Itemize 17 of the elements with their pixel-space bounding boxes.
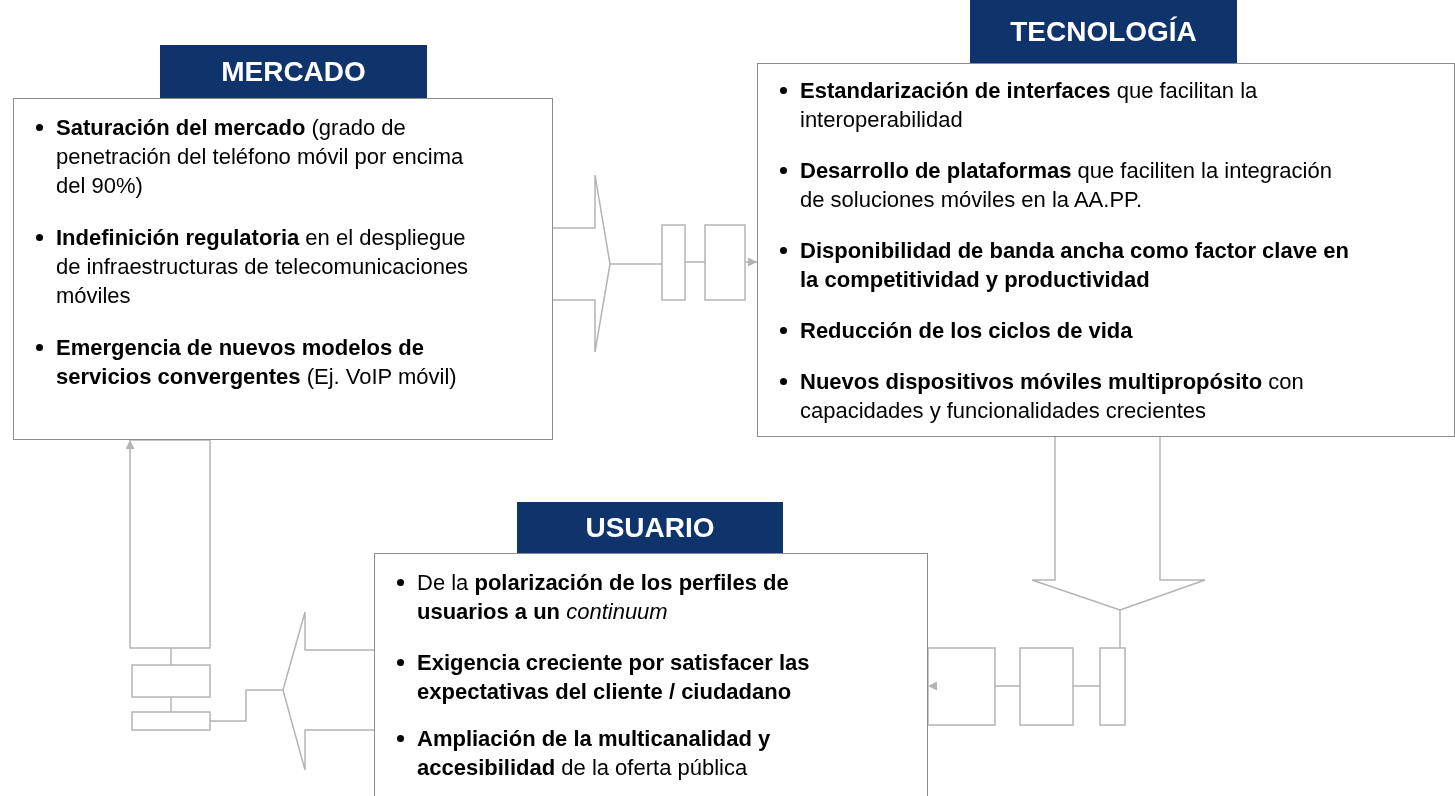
bullet-text: Ampliación de la multicanalidad y accesibilidad de la oferta pública [417, 725, 772, 782]
bullet-text: Nuevos dispositivos móviles multipropósito con capacidades y funcionalidades crecientes [800, 368, 1305, 425]
block-arrow [552, 174, 758, 353]
heading-tab: USUARIO [517, 502, 783, 553]
bullet-text: De la polarización de los perfiles de usuarios a un continuum [417, 569, 790, 626]
bullet-text: Exigencia creciente por satisfacer las expectativas del cliente / ciudadano [417, 649, 811, 706]
bullet-text: Desarrollo de plataformas que faciliten la integración de soluciones móviles en la AA.PP. [800, 157, 1333, 214]
heading-tab: MERCADO [160, 45, 427, 98]
heading-tab: TECNOLOGÍA [970, 0, 1237, 63]
bullet-text: Indefinición regulatoria en el despliegue de infraestructuras de telecomunicaciones móviles [56, 224, 470, 310]
bullet-text: Emergencia de nuevos modelos de servicios convergentes (Ej. VoIP móvil) [56, 334, 458, 391]
block-arrow [125, 439, 375, 771]
bullet-text: Disponibilidad de banda ancha como factor clave en la competitividad y productividad [800, 237, 1350, 294]
block-arrow [927, 436, 1206, 726]
bullet-text: Reducción de los ciclos de vida [800, 317, 1134, 345]
bullet-text: Saturación del mercado (grado de penetración del teléfono móvil por encima del 90%) [56, 114, 465, 200]
bullet-text: Estandarización de interfaces que facilitan la interoperabilidad [800, 77, 1259, 134]
